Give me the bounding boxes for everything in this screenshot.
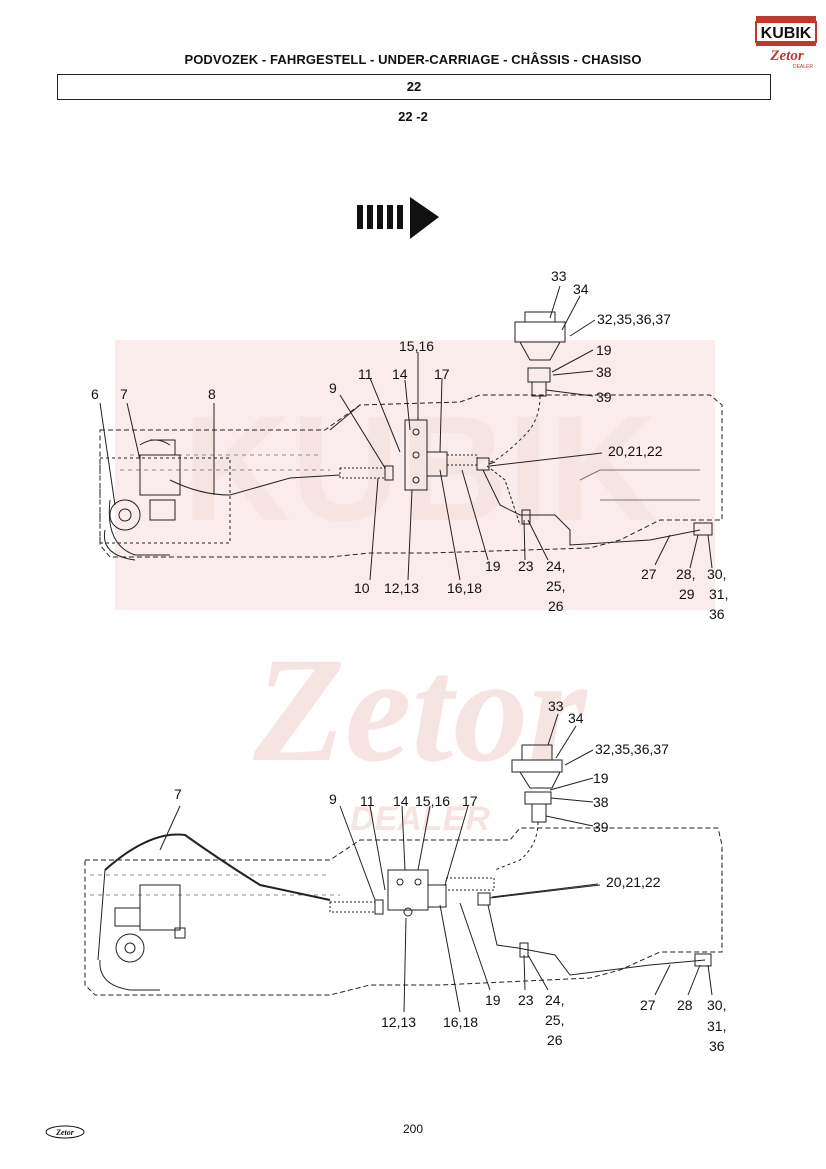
page-title: PODVOZEK - FAHRGESTELL - UNDER-CARRIAGE …: [184, 52, 642, 67]
svg-text:Zetor: Zetor: [55, 1128, 75, 1137]
section-number: 22: [406, 79, 422, 94]
callout-23: 23: [518, 992, 534, 1008]
top-assembly-drawing: [99, 285, 723, 581]
callout-23: 23: [518, 558, 534, 574]
callout-10: 10: [354, 580, 370, 596]
callout-27: 27: [641, 566, 657, 582]
callout-19: 19: [593, 770, 609, 786]
callout-25: 25,: [545, 1012, 565, 1028]
zetor-logo-text: Zetor: [769, 48, 803, 64]
direction-arrow-icon: [357, 197, 439, 239]
callout-19-lower: 19: [485, 558, 501, 574]
callout-39: 39: [593, 819, 609, 835]
callout-31: 31,: [707, 1018, 727, 1034]
callout-17: 17: [462, 793, 478, 809]
callout-14: 14: [392, 366, 408, 382]
callout-30: 30,: [707, 997, 727, 1013]
page-number: 200: [402, 1122, 424, 1136]
callout-24: 24,: [546, 558, 566, 574]
callout-26: 26: [548, 598, 564, 614]
callout-28: 28: [677, 997, 693, 1013]
callout-9: 9: [329, 791, 337, 807]
callout-33: 33: [551, 268, 567, 284]
callout-32-35-36-37: 32,35,36,37: [597, 311, 671, 327]
dealer-logo-text: DEALER: [793, 64, 813, 70]
callout-32-35-36-37: 32,35,36,37: [595, 741, 669, 757]
callout-20-21-22: 20,21,22: [606, 874, 661, 890]
callout-28: 28,: [676, 566, 696, 582]
callout-34: 34: [568, 710, 584, 726]
callout-36: 36: [709, 1038, 725, 1054]
callout-15-16: 15,16: [415, 793, 451, 809]
callout-17: 17: [434, 366, 450, 382]
callout-33: 33: [548, 698, 564, 714]
callout-27: 27: [640, 997, 656, 1013]
callout-15-16: 15,16: [399, 338, 435, 354]
bottom-assembly-drawing: [84, 713, 723, 1013]
callout-11: 11: [358, 366, 373, 382]
callout-11: 11: [360, 793, 375, 809]
section-number-box: 22: [57, 74, 771, 100]
callout-9: 9: [329, 380, 337, 396]
callout-30: 30,: [707, 566, 727, 582]
callout-7: 7: [120, 386, 128, 402]
callout-24: 24,: [545, 992, 565, 1008]
callout-19-lower: 19: [485, 992, 501, 1008]
callout-25: 25,: [546, 578, 566, 594]
zetor-footer-logo: Zetor: [45, 1125, 85, 1139]
callout-31: 31,: [709, 586, 729, 602]
svg-text:Zetor: Zetor: [252, 627, 588, 793]
kubik-logo-text: KUBIK: [761, 25, 812, 42]
callout-16-18: 16,18: [443, 1014, 479, 1030]
callout-38: 38: [593, 794, 609, 810]
callout-39: 39: [596, 389, 612, 405]
callout-12-13: 12,13: [384, 580, 420, 596]
callout-6: 6: [91, 386, 99, 402]
callout-12-13: 12,13: [381, 1014, 417, 1030]
callout-36: 36: [709, 606, 725, 622]
svg-text:DEALER: DEALER: [350, 800, 490, 838]
dealer-watermark: KUBIK Zetor DEALER: [115, 340, 715, 838]
callout-29: 29: [679, 586, 695, 602]
figure-id: 22 -2: [398, 109, 428, 124]
callout-34: 34: [573, 281, 589, 297]
callout-16-18: 16,18: [447, 580, 483, 596]
callout-8: 8: [208, 386, 216, 402]
kubik-zetor-logo: KUBIK Zetor DEALER: [755, 14, 817, 72]
svg-text:KUBIK: KUBIK: [183, 384, 658, 552]
callout-26: 26: [547, 1032, 563, 1048]
callout-20-21-22: 20,21,22: [608, 443, 663, 459]
callout-19: 19: [596, 342, 612, 358]
callout-38: 38: [596, 364, 612, 380]
callout-7: 7: [174, 786, 182, 802]
callout-14: 14: [393, 793, 409, 809]
